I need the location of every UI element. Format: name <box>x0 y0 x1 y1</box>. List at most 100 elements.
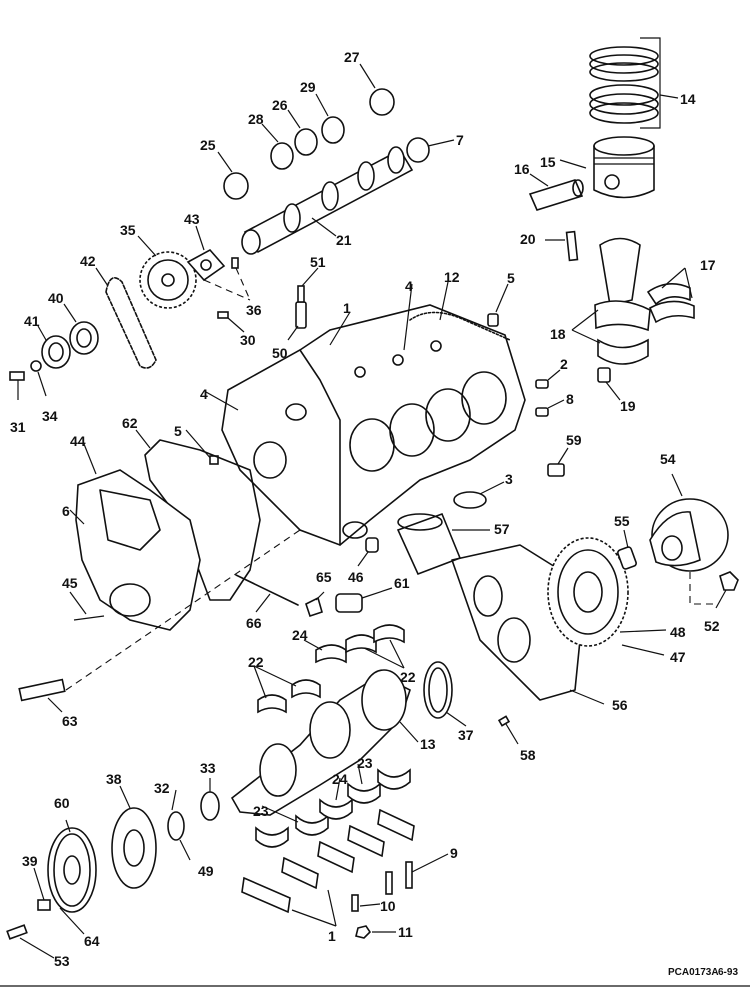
piston-rings <box>589 37 679 129</box>
callout-16: 16 <box>514 161 530 177</box>
block-small-parts <box>185 267 569 509</box>
callout-39: 39 <box>22 853 38 869</box>
callout-53: 53 <box>54 953 70 969</box>
connecting-rod <box>545 230 695 401</box>
thrust-plate <box>186 225 251 333</box>
callout-30: 30 <box>240 332 256 348</box>
callout-65: 65 <box>316 569 332 585</box>
callout-45: 45 <box>62 575 78 591</box>
callout-48: 48 <box>670 624 686 640</box>
callout-34: 34 <box>42 408 58 424</box>
callout-5a: 5 <box>507 270 515 286</box>
timing-chain <box>95 267 157 369</box>
upper-main-bearings <box>253 624 405 714</box>
oil-filter <box>396 512 490 576</box>
flywheel-housing-plate <box>451 544 605 745</box>
crank-sprockets <box>37 303 99 369</box>
callout-7: 7 <box>456 132 464 148</box>
callout-22b: 22 <box>400 669 416 685</box>
callout-66: 66 <box>246 615 262 631</box>
callout-1a: 1 <box>343 300 351 316</box>
figure-code: PCA0173A <box>668 967 719 978</box>
callout-64: 64 <box>84 933 100 949</box>
camshaft <box>241 146 414 255</box>
callout-55: 55 <box>614 513 630 529</box>
callout-58: 58 <box>520 747 536 763</box>
callout-57: 57 <box>494 521 510 537</box>
flywheel <box>547 537 667 656</box>
figure-date: 6-93 <box>718 967 738 978</box>
callout-4a: 4 <box>405 278 413 294</box>
callout-61: 61 <box>394 575 410 591</box>
callout-14: 14 <box>680 91 696 107</box>
callout-23a: 23 <box>357 755 373 771</box>
callout-28: 28 <box>248 111 264 127</box>
callout-42: 42 <box>80 253 96 269</box>
callout-labels: 1 1 2 3 4 4 5 5 6 7 8 9 10 11 12 13 14 1… <box>10 49 720 969</box>
callout-17: 17 <box>700 257 716 273</box>
callout-52: 52 <box>704 618 720 634</box>
callout-3: 3 <box>505 471 513 487</box>
callout-49: 49 <box>198 863 214 879</box>
callout-27: 27 <box>344 49 360 65</box>
cam-bearings <box>217 63 455 200</box>
main-caps <box>241 808 449 939</box>
callout-2: 2 <box>560 356 568 372</box>
callout-50: 50 <box>272 345 288 361</box>
cam-sprocket <box>137 235 197 309</box>
callout-18: 18 <box>550 326 566 342</box>
crankshaft <box>230 669 419 816</box>
callout-37: 37 <box>458 727 474 743</box>
callout-13: 13 <box>420 736 436 752</box>
timing-cover <box>69 443 201 631</box>
callout-15: 15 <box>540 154 556 170</box>
callout-8: 8 <box>566 391 574 407</box>
engine-block <box>221 304 526 546</box>
callout-5b: 5 <box>174 423 182 439</box>
callout-47: 47 <box>670 649 686 665</box>
callout-46: 46 <box>348 569 364 585</box>
callout-21: 21 <box>336 232 352 248</box>
callout-62: 62 <box>122 415 138 431</box>
callout-11: 11 <box>398 924 413 940</box>
callout-6: 6 <box>62 503 70 519</box>
rear-seal <box>423 661 467 727</box>
callout-32: 32 <box>154 780 170 796</box>
drive-coupler <box>617 473 739 609</box>
callout-19: 19 <box>620 398 636 414</box>
callout-38: 38 <box>106 771 122 787</box>
callout-12: 12 <box>444 269 460 285</box>
callout-33: 33 <box>200 760 216 776</box>
callout-54: 54 <box>660 451 676 467</box>
callout-24b: 24 <box>332 771 348 787</box>
callout-31: 31 <box>10 419 26 435</box>
callout-40: 40 <box>48 290 64 306</box>
piston-pin <box>528 173 584 211</box>
timing-bolt-washer <box>9 360 47 400</box>
crank-front <box>6 529 301 959</box>
callout-56: 56 <box>612 697 628 713</box>
lower-main-bearings <box>255 763 411 848</box>
callout-41: 41 <box>24 313 40 329</box>
callout-35: 35 <box>120 222 136 238</box>
callout-36: 36 <box>246 302 262 318</box>
callout-60: 60 <box>54 795 70 811</box>
callout-44: 44 <box>70 433 86 449</box>
callout-25: 25 <box>200 137 216 153</box>
callout-24a: 24 <box>292 627 308 643</box>
footer: PCA0173A 6-93 <box>0 967 750 987</box>
callout-22a: 22 <box>248 654 264 670</box>
oil-pan-gasket <box>409 281 511 341</box>
callout-51: 51 <box>310 254 326 270</box>
callout-10: 10 <box>380 898 396 914</box>
callout-43: 43 <box>184 211 200 227</box>
callout-9: 9 <box>450 845 458 861</box>
piston <box>559 136 655 199</box>
callout-26: 26 <box>272 97 288 113</box>
callout-23b: 23 <box>253 803 269 819</box>
callout-1b: 1 <box>328 928 336 944</box>
callout-4b: 4 <box>200 386 208 402</box>
callout-20: 20 <box>520 231 536 247</box>
block-sensors <box>235 537 393 618</box>
